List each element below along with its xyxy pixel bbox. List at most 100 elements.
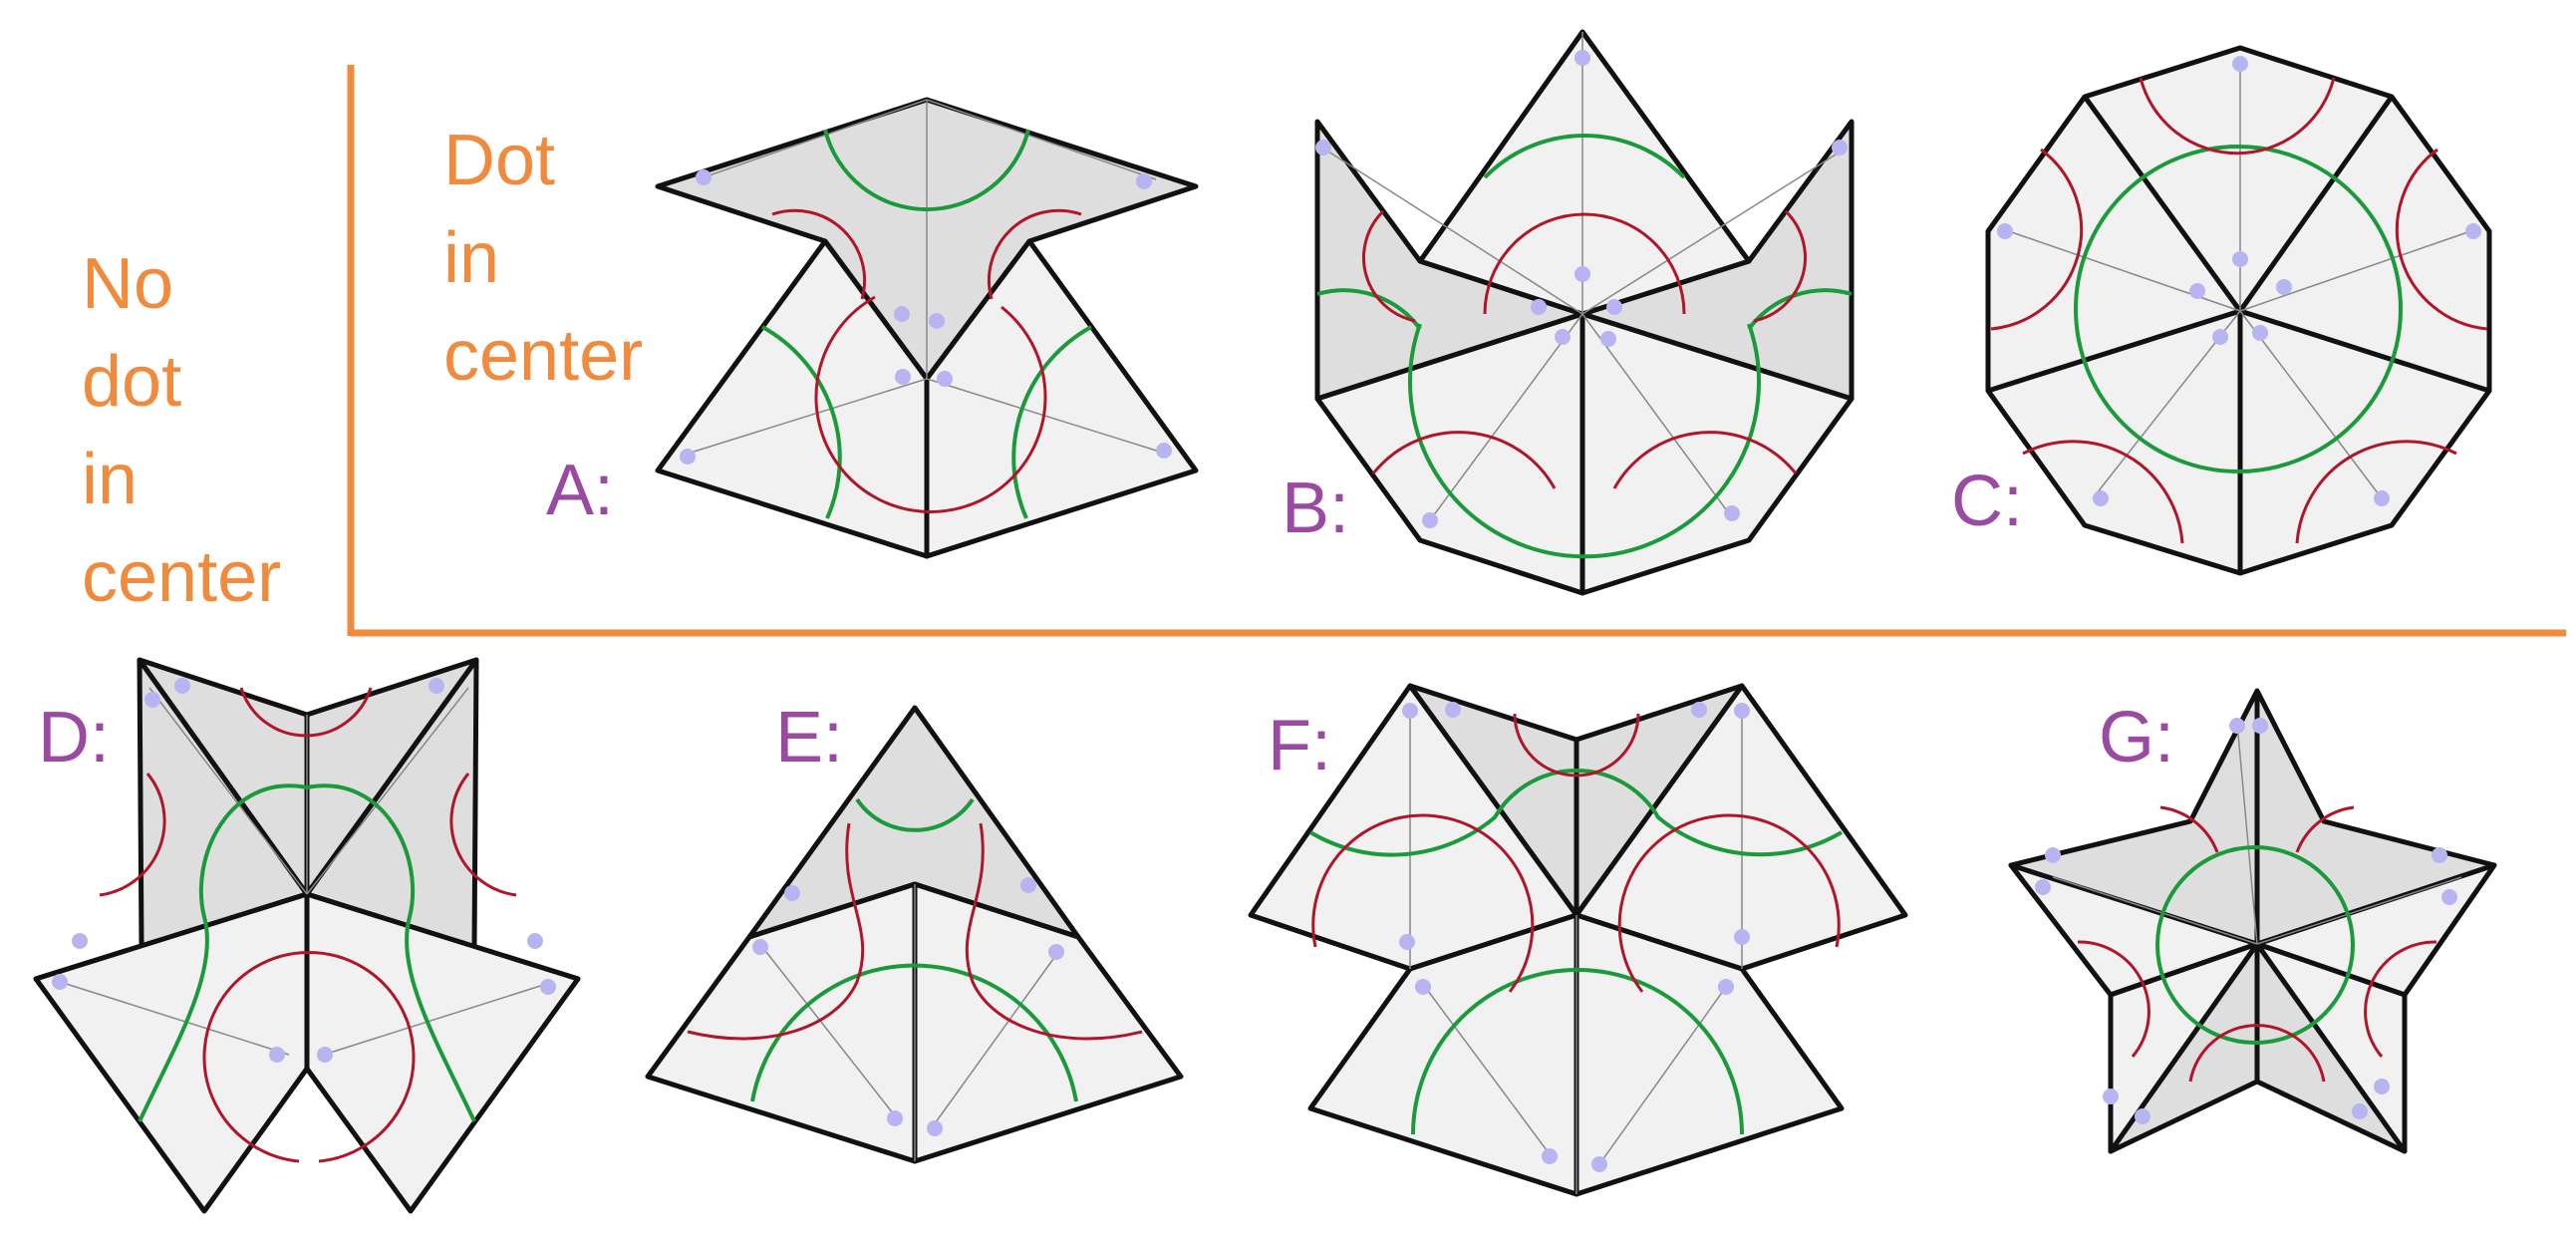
figure-c-dot — [2093, 490, 2109, 506]
figure-f-dot — [1399, 934, 1415, 950]
figure-f-dot — [1734, 929, 1750, 945]
figure-c-red-arc — [2139, 77, 2336, 156]
figure-a-face — [924, 238, 1199, 559]
figure-g-dot — [2035, 879, 2051, 895]
figure-c-edge — [2237, 95, 2395, 313]
figure-a-guide — [687, 378, 928, 455]
figure-b-green-arc — [1483, 134, 1686, 179]
figure-g-dot — [2441, 889, 2457, 905]
figure-a-dot — [937, 371, 953, 387]
heading-dot-in-center: Dot in center — [443, 112, 643, 405]
figure-b-dot — [1600, 331, 1616, 347]
figure-a-dot — [894, 306, 910, 322]
figure-b-dot — [1724, 505, 1740, 521]
figure-e-dot — [927, 1120, 943, 1136]
figure-b-red-arc — [1753, 209, 1807, 323]
heading-word: Dot — [443, 121, 556, 200]
figure-d-dot — [144, 692, 160, 708]
figure-e-face — [645, 881, 918, 1164]
figure-g-dot — [2252, 718, 2268, 734]
figure-d-red-arc — [239, 687, 373, 738]
heading-word: in — [82, 440, 139, 519]
figure-b-dot — [1832, 140, 1848, 156]
figure-d-dot — [72, 933, 88, 949]
figure-d-green-loop — [306, 783, 476, 1122]
figure-b-guide — [1581, 149, 1845, 315]
figure-d-guide — [148, 687, 308, 895]
figure-b-red-arc — [1371, 431, 1557, 489]
figure-a-dot — [929, 313, 945, 329]
figure-g-red-arc — [2077, 940, 2150, 1058]
figure-a-dot — [1136, 173, 1152, 189]
figure-d-green-loop — [138, 783, 308, 1122]
heading-no-dot-in-center: No dot in center — [82, 235, 281, 626]
figure-b-red-arc — [1362, 209, 1416, 323]
figure-b-dot — [1555, 329, 1571, 345]
figure-a-red-arc — [771, 208, 867, 300]
figure-label-c: C: — [1951, 462, 2023, 541]
figure-b-guide — [1324, 149, 1583, 315]
figure-b-red-arc — [1483, 212, 1686, 315]
figure-a-guide — [697, 99, 928, 180]
figure-f-guide — [1424, 986, 1554, 1159]
figure-e — [645, 705, 1184, 1164]
figure-d-dot — [174, 678, 190, 694]
figure-c-red-arc — [1990, 148, 2084, 331]
figure-a-guide — [926, 99, 1157, 180]
figure-g-dot — [2352, 1103, 2368, 1119]
figure-e-green-arc — [855, 797, 975, 832]
figure-a-dot — [895, 369, 911, 385]
figure-e-dot — [1048, 944, 1064, 960]
figure-d — [33, 657, 581, 1214]
figure-c-dot — [2374, 490, 2390, 506]
figure-c-dot — [2465, 223, 2481, 239]
figure-c-edge — [2239, 308, 2490, 394]
figure-c — [1985, 45, 2492, 576]
figure-label-b: B: — [1282, 468, 1350, 548]
figure-f-dot — [1718, 979, 1734, 995]
figure-d-red-arc — [99, 773, 166, 897]
figure-d-dot — [317, 1047, 333, 1063]
figure-f-dot — [1542, 1148, 1558, 1164]
figure-g-guide — [2052, 876, 2258, 945]
figure-e-red-arc — [965, 822, 1143, 1041]
figure-a-green-arc — [823, 129, 1030, 211]
figure-c-guide — [2239, 228, 2477, 312]
figure-label-a: A: — [546, 451, 615, 530]
figure-c-red-arc — [2395, 148, 2488, 331]
figure-e-guide — [932, 951, 1059, 1127]
figure-c-dot — [2232, 251, 2248, 267]
figure-b-dot — [1574, 50, 1590, 66]
figure-c-edge — [1987, 308, 2241, 394]
figure-f-guide — [1598, 986, 1727, 1165]
figure-e-green-arc — [750, 963, 1078, 1102]
figure-f-dot — [1734, 703, 1750, 719]
figure-f-dot — [1402, 703, 1418, 719]
figure-b-guide — [1429, 313, 1583, 521]
figure-f-dot — [1591, 1156, 1607, 1172]
figure-g-red-arc — [2188, 1024, 2326, 1083]
heading-word: in — [443, 218, 500, 298]
heading-word: center — [82, 537, 282, 617]
figure-b-dot — [1531, 299, 1547, 315]
figure-b — [1314, 29, 1855, 596]
figure-a-dot — [680, 449, 696, 465]
figure-d-guide — [323, 981, 554, 1056]
figure-g-dot — [2135, 1108, 2150, 1124]
figure-f-green-arc — [1411, 968, 1744, 1135]
figure-e-guide — [761, 946, 898, 1119]
heading-word: dot — [82, 342, 182, 422]
figure-f-dot — [1445, 702, 1461, 718]
figure-a-red-arc — [987, 208, 1082, 300]
figure-f-face — [1574, 912, 1845, 1197]
figure-label-f: F: — [1268, 706, 1331, 785]
figure-b-red-arc — [1612, 431, 1798, 489]
figure-d-dot — [540, 979, 556, 995]
figure-f-face — [1307, 912, 1579, 1197]
figure-b-dot — [1606, 299, 1622, 315]
figure-c-dot — [2189, 283, 2205, 299]
figure-c-dot — [2212, 329, 2228, 345]
figure-f-red-arc — [1311, 813, 1535, 993]
figure-g-red-arc — [2159, 805, 2219, 853]
figure-b-guide — [1581, 313, 1735, 521]
